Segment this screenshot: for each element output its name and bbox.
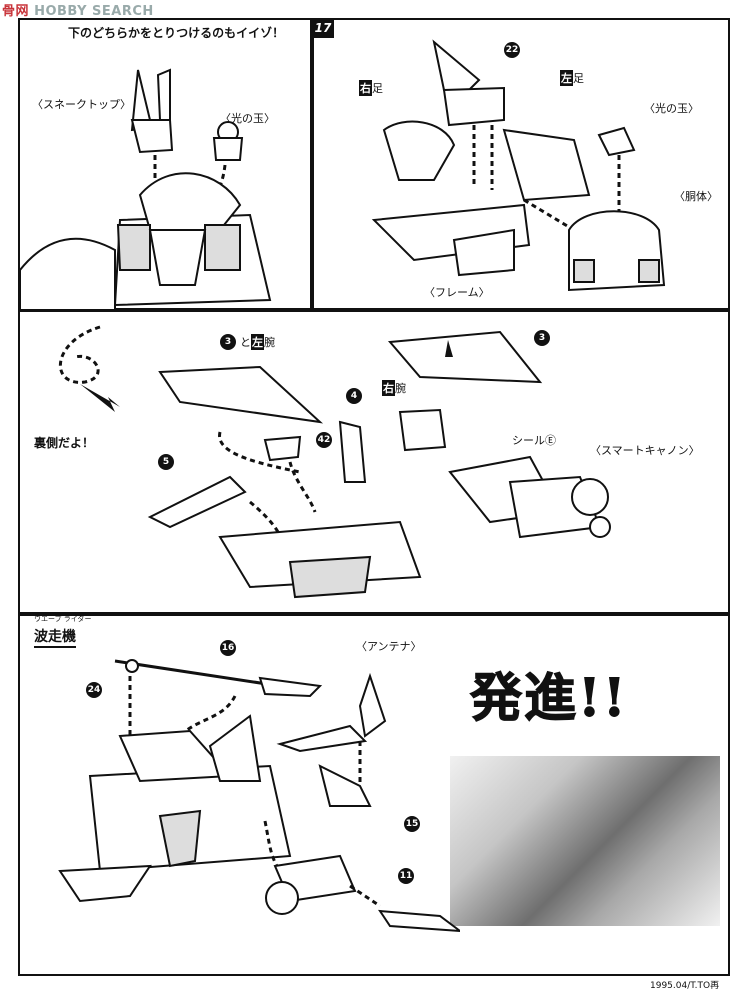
step17-panel: 17 22 右足 左足 〈光の玉〉 〈胴体〉 〈フレーム〉 bbox=[312, 18, 730, 310]
part-number-3a: 3 bbox=[220, 334, 236, 350]
part-number-3b: 3 bbox=[534, 330, 550, 346]
watermark: 骨网 HOBBY SEARCH bbox=[2, 4, 154, 19]
instruction-text: 下のどちらかをとりつけるのもイイゾ！ bbox=[68, 26, 285, 40]
part-number-5: 5 bbox=[158, 454, 174, 470]
hasshin-headline: 発進!! bbox=[470, 668, 628, 730]
label-antenna: 〈アンテナ〉 bbox=[356, 640, 422, 653]
wave-rider-drawing bbox=[58, 659, 460, 933]
label-light-ball: 〈光の玉〉 bbox=[644, 102, 699, 115]
footer-credit: 1995.04/T.TO再 bbox=[650, 981, 720, 991]
step18-panel: 3 と左腕 3 4 右腕 裏側だよ！ 42 シールⒺ 〈スマートキャノン〉 5 bbox=[18, 310, 730, 614]
label-smart-cannon: 〈スマートキャノン〉 bbox=[590, 444, 700, 457]
frame-assembly-drawing bbox=[371, 39, 666, 292]
part-number-11: 11 bbox=[398, 868, 414, 884]
label-left-arm: と左腕 bbox=[240, 334, 275, 350]
part-number-42: 42 bbox=[316, 432, 332, 448]
part-number-4: 4 bbox=[346, 388, 362, 404]
label-seal: シールⒺ bbox=[512, 434, 556, 447]
label-left-leg: 左足 bbox=[560, 70, 584, 86]
part-number-16: 16 bbox=[220, 640, 236, 656]
part-number-15: 15 bbox=[404, 816, 420, 832]
section-title: 波走機 bbox=[34, 626, 76, 648]
part-number-24: 24 bbox=[86, 682, 102, 698]
label-backside: 裏側だよ！ bbox=[34, 436, 95, 450]
step-number: 17 bbox=[312, 18, 334, 38]
part-number-22: 22 bbox=[504, 42, 520, 58]
completed-model-photo bbox=[450, 756, 720, 926]
label-frame: 〈フレーム〉 bbox=[424, 286, 490, 299]
label-right-leg: 右足 bbox=[359, 80, 383, 96]
label-right-arm: 右腕 bbox=[382, 380, 406, 396]
label-body: 〈胴体〉 bbox=[674, 190, 718, 203]
step19-panel: ウエーブ ライダー 波走機 16 24 〈アンテナ〉 15 11 発進!! bbox=[18, 614, 730, 976]
head-assembly-drawing bbox=[20, 68, 272, 310]
label-snake-top: 〈スネークトップ〉 bbox=[32, 98, 131, 111]
label-light-ball: 〈光の玉〉 bbox=[220, 112, 275, 125]
title-ruby: ウエーブ ライダー bbox=[34, 615, 92, 623]
step16-panel: 下のどちらかをとりつけるのもイイゾ！ 〈スネークトップ〉 〈光の玉〉 bbox=[18, 18, 312, 310]
arm-assembly-drawing bbox=[59, 325, 611, 599]
